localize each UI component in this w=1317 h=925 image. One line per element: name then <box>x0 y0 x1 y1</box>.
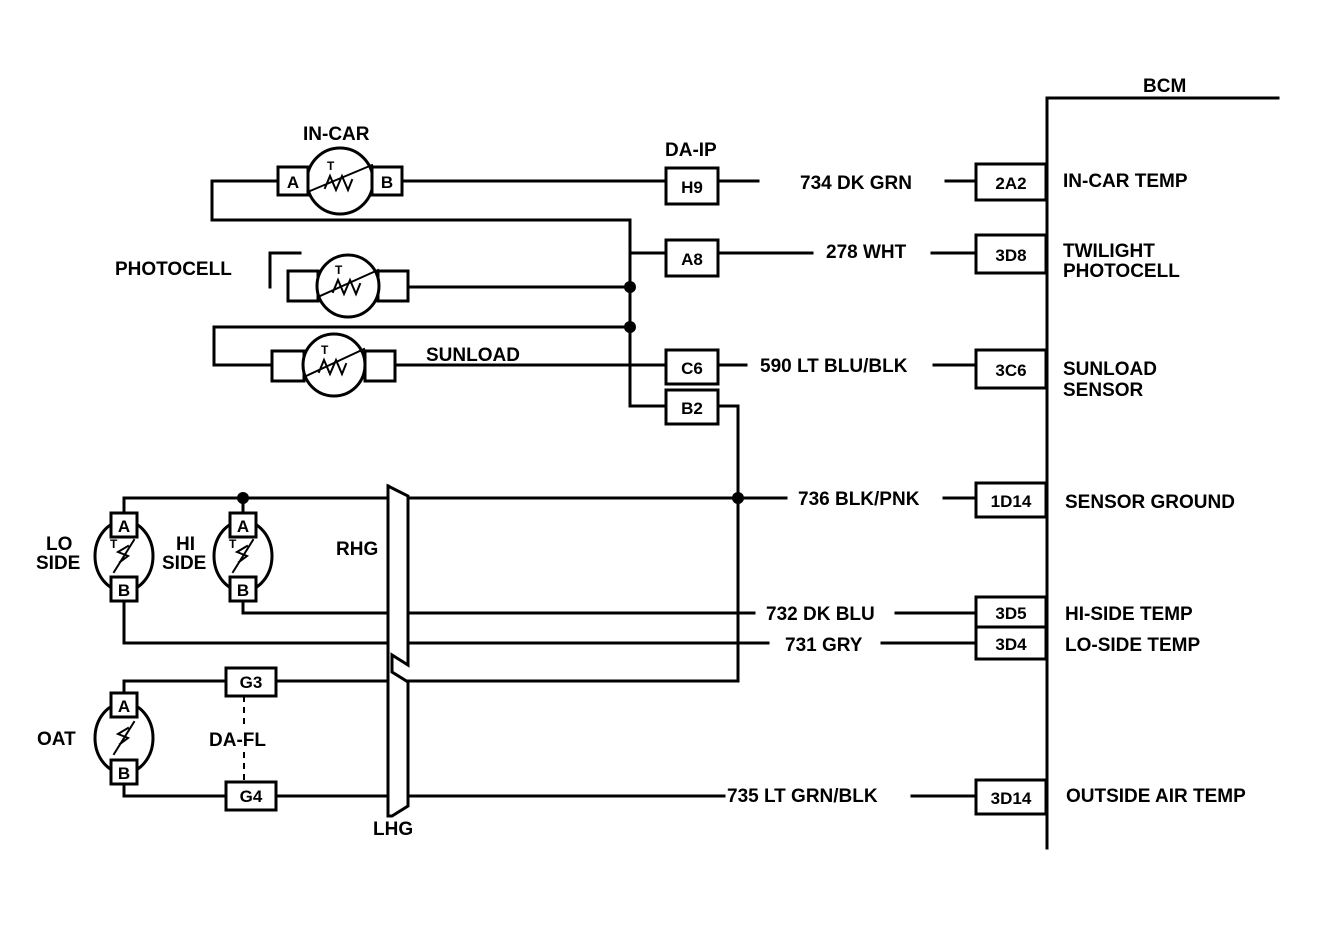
splice-dot <box>732 492 744 504</box>
circuit-function: HI-SIDE TEMP <box>1065 604 1193 625</box>
svg-text:B: B <box>118 764 130 783</box>
sunload-sensor: T SUNLOAD <box>270 332 520 398</box>
wire-label: 732 DK BLU <box>766 604 875 625</box>
splice-dot <box>624 321 636 333</box>
circuit-732: 732 DK BLU 3D5 HI-SIDE TEMP <box>766 595 1193 629</box>
rhg-label: RHG <box>336 539 378 560</box>
sunload-label: SUNLOAD <box>426 345 520 366</box>
wire-label: 590 LT BLU/BLK <box>760 356 908 377</box>
svg-text:T: T <box>229 537 237 551</box>
wire-label: 735 LT GRN/BLK <box>727 786 878 807</box>
svg-text:B: B <box>118 581 130 600</box>
svg-text:T: T <box>321 343 329 357</box>
circuit-function: PHOTOCELL <box>1063 261 1180 282</box>
svg-text:OAT: OAT <box>37 729 76 750</box>
svg-text:LO: LO <box>46 534 72 555</box>
bcm-label: BCM <box>1143 76 1186 97</box>
circuit-function: OUTSIDE AIR TEMP <box>1066 786 1246 807</box>
bcm-pin: 1D14 <box>991 492 1032 511</box>
in-car-label: IN-CAR <box>303 124 370 145</box>
circuit-278: 278 WHT 3D8 TWILIGHT PHOTOCELL <box>826 233 1180 282</box>
lo-side-sensor: A B T LO SIDE <box>36 511 155 603</box>
svg-text:A: A <box>287 173 299 192</box>
wiring <box>122 179 978 818</box>
photocell-label: PHOTOCELL <box>115 259 232 280</box>
circuit-590: 590 LT BLU/BLK 3C6 SUNLOAD SENSOR <box>760 348 1157 401</box>
bcm-pin: 3C6 <box>995 361 1026 380</box>
da-fl-connector: G3 DA-FL G4 <box>209 666 278 812</box>
svg-text:T: T <box>335 263 343 277</box>
circuit-function: TWILIGHT <box>1063 241 1155 262</box>
svg-text:H9: H9 <box>681 178 703 197</box>
wire-label: 731 GRY <box>785 635 863 656</box>
circuit-736: 736 BLK/PNK 1D14 SENSOR GROUND <box>798 481 1235 519</box>
svg-text:B: B <box>381 173 393 192</box>
bcm-pin: 2A2 <box>995 174 1026 193</box>
circuit-function: SENSOR GROUND <box>1065 492 1235 513</box>
circuit-734: 734 DK GRN 2A2 IN-CAR TEMP <box>800 162 1188 202</box>
splice-dot <box>237 492 249 504</box>
bcm-pin: 3D14 <box>991 789 1032 808</box>
svg-text:SIDE: SIDE <box>162 553 206 574</box>
oat-sensor: A B OAT <box>37 691 155 786</box>
circuit-function: SENSOR <box>1063 380 1144 401</box>
bcm-pin: 3D8 <box>995 246 1026 265</box>
hi-side-sensor: A B T HI SIDE <box>162 511 274 603</box>
circuit-function: SUNLOAD <box>1063 359 1157 380</box>
circuit-function: IN-CAR TEMP <box>1063 171 1188 192</box>
da-ip-connector: DA-IP H9 A8 C6 B2 <box>664 140 720 426</box>
wire-label: 278 WHT <box>826 242 907 263</box>
bcm-module: BCM <box>1045 76 1280 850</box>
svg-text:SIDE: SIDE <box>36 553 80 574</box>
svg-text:A: A <box>118 517 130 536</box>
circuit-731: 731 GRY 3D4 LO-SIDE TEMP <box>785 625 1200 661</box>
circuit-function: LO-SIDE TEMP <box>1065 635 1200 656</box>
svg-text:G4: G4 <box>240 787 263 806</box>
wire-label: 736 BLK/PNK <box>798 489 920 510</box>
svg-text:A: A <box>237 517 249 536</box>
svg-text:HI: HI <box>176 534 195 555</box>
photocell-sensor: T PHOTOCELL <box>115 253 410 319</box>
da-fl-label: DA-FL <box>209 730 266 751</box>
splices <box>237 281 744 504</box>
lhg-label: LHG <box>373 819 413 840</box>
bcm-pin: 3D5 <box>995 604 1026 623</box>
bcm-pin: 3D4 <box>995 635 1027 654</box>
svg-text:T: T <box>327 159 335 173</box>
circuit-735: 735 LT GRN/BLK 3D14 OUTSIDE AIR TEMP <box>727 778 1246 816</box>
svg-text:G3: G3 <box>240 673 263 692</box>
svg-text:C6: C6 <box>681 359 703 378</box>
svg-text:B: B <box>237 581 249 600</box>
svg-text:B2: B2 <box>681 399 703 418</box>
in-car-sensor: A B T IN-CAR <box>276 124 404 216</box>
svg-text:A: A <box>118 697 130 716</box>
splice-dot <box>624 281 636 293</box>
wire-label: 734 DK GRN <box>800 173 912 194</box>
svg-text:A8: A8 <box>681 250 703 269</box>
da-ip-label: DA-IP <box>665 140 717 161</box>
svg-text:T: T <box>110 537 118 551</box>
